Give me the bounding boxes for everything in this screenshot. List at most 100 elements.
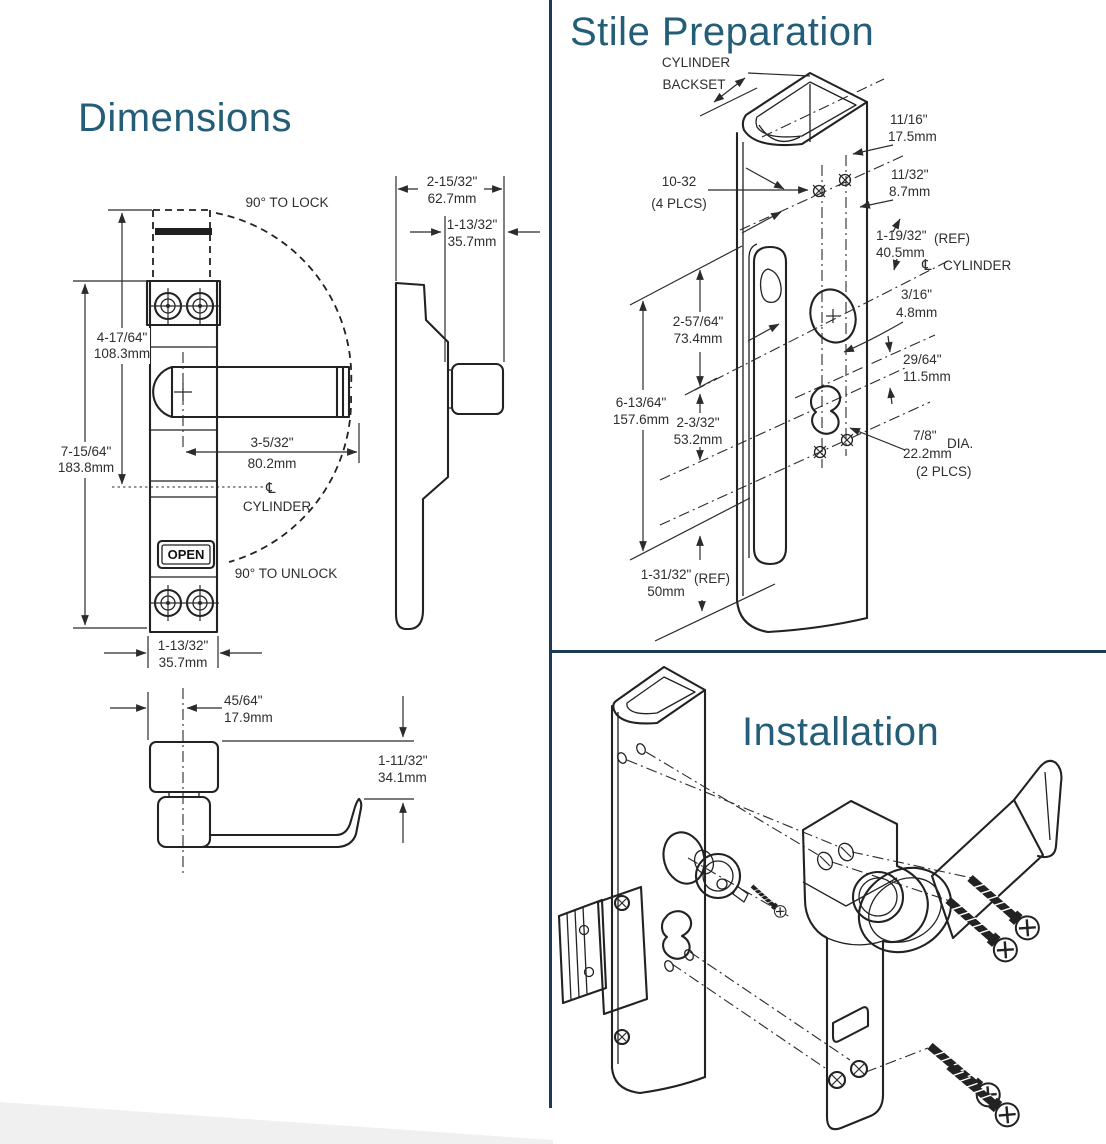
centerline-symbol: ℄ [265, 479, 276, 497]
label-tap-plcs: (4 PLCS) [651, 196, 707, 211]
stile-slot [752, 245, 788, 566]
dim-hub-offset: 45/64" 17.9mm [110, 692, 273, 740]
label-90-to-unlock: 90° TO UNLOCK [235, 566, 337, 581]
label-top-hole-mm: 17.5mm [888, 129, 937, 144]
dim-depth-mm: 62.7mm [428, 191, 477, 206]
background-wedge [0, 1102, 553, 1144]
dim-total-height-in: 7-15/64" [61, 444, 112, 459]
dim-total-height-mm: 183.8mm [58, 460, 114, 475]
arc-90-to-lock [215, 212, 353, 389]
hub-block [148, 740, 220, 794]
dim-depth: 2-15/32" 62.7mm [397, 172, 503, 206]
label-tap-size: 10-32 [662, 174, 697, 189]
stile-slot-outer [748, 243, 758, 558]
callout-hole-spacing: 11/32" 8.7mm [859, 167, 930, 209]
horizontal-divider [551, 650, 1106, 653]
dim-hub-offset-in: 45/64" [224, 693, 263, 708]
top-screw-plate [145, 279, 222, 327]
callout-spacing: 29/64" 11.5mm [884, 335, 951, 405]
label-spacing-mm: 11.5mm [903, 369, 951, 384]
lever-top-edge [208, 797, 361, 837]
cylinder-hole [809, 288, 857, 344]
dim-hub-width: 1-13/32" 35.7mm [410, 215, 540, 249]
cam-cutout [759, 268, 782, 303]
label-dia-note: DIA. [947, 436, 973, 451]
dim-lower-span: 2-3/32" 53.2mm [674, 393, 723, 461]
open-indicator-label: OPEN [168, 547, 205, 562]
dim-upper-height-mm: 108.3mm [94, 346, 150, 361]
dimensions-bottom-view: 45/64" 17.9mm 1-11/32" 34.1mm [110, 688, 428, 874]
cylinder-screw [747, 881, 789, 921]
label-hole-spacing-mm: 8.7mm [889, 184, 930, 199]
dim-cylinder-backset: CYLINDER BACKSET [662, 55, 746, 103]
install-cylinder [693, 849, 749, 903]
screw-posts-bottom [149, 585, 219, 621]
dim-upper-height-in: 4-17/64" [97, 330, 148, 345]
stile-preparation-view: CYLINDER BACKSET 10-32 (4 PLCS) 11/16" 1… [613, 55, 1012, 642]
callout-tap-size: 10-32 (4 PLCS) [651, 167, 809, 234]
handle-hub-side [450, 362, 505, 416]
install-bracket [801, 799, 929, 1131]
label-dia-in: 7/8" [913, 428, 937, 443]
label-lower-span-mm: 53.2mm [674, 432, 723, 447]
dim-hub-width-mm: 35.7mm [448, 234, 497, 249]
lever-bottom-edge [180, 797, 363, 849]
dim-body-width: 1-13/32" 35.7mm [104, 636, 262, 670]
dim-depth-in: 2-15/32" [427, 174, 478, 189]
dim-body-width-in: 1-13/32" [158, 638, 209, 653]
dim-lever-length: 3-5/32" 80.2mm [185, 423, 360, 471]
label-90-to-lock: 90° TO LOCK [246, 195, 329, 210]
dim-ref-bottom: 1-31/32" 50mm (REF) [641, 535, 730, 612]
label-ref-top-in: 1-19/32" [876, 228, 927, 243]
dimensions-side-view: 2-15/32" 62.7mm 1-13/32" 35.7mm [394, 172, 540, 631]
mounting-screw [939, 890, 1023, 968]
label-dia-plcs: (2 PLCS) [916, 464, 972, 479]
screw-posts-top [149, 288, 219, 324]
bracket-slot [831, 1006, 870, 1043]
label-offset-in: 3/16" [901, 287, 932, 302]
centerline-cylinder-label: CYLINDER [243, 499, 312, 514]
install-lever-handle [857, 759, 1063, 954]
label-ref-top-mm: 40.5mm [876, 245, 925, 260]
installation-view [557, 665, 1063, 1133]
install-cylinder-hole [662, 831, 706, 885]
mounting-screw [961, 868, 1045, 946]
callout-dia: 7/8" DIA. 22.2mm (2 PLCS) [849, 427, 973, 479]
callout-top-hole: 11/16" 17.5mm [852, 112, 937, 156]
arc-90-to-unlock [228, 395, 352, 563]
label-ref-top-note: (REF) [934, 231, 970, 246]
dim-upper-height: 4-17/64" 108.3mm [94, 209, 152, 485]
stile-preparation-title: Stile Preparation [570, 10, 875, 54]
label-total-span-mm: 157.6mm [613, 412, 669, 427]
label-upper-span-in: 2-57/64" [673, 314, 724, 329]
dim-hub-width-in: 1-13/32" [447, 217, 498, 232]
dim-total-height: 7-15/64" 183.8mm [58, 280, 147, 629]
install-thumbturn-hole [660, 910, 693, 960]
lever-base-block [156, 795, 212, 849]
lock-body [148, 279, 219, 634]
stile-centerline-symbol: ℄ [921, 256, 932, 274]
dim-upper-span: 2-57/64" 73.4mm [673, 269, 724, 387]
thumbturn-hole [809, 385, 842, 435]
label-top-hole-in: 11/16" [890, 112, 928, 127]
dim-lever-drop-mm: 34.1mm [378, 770, 427, 785]
lever-handle [152, 352, 351, 448]
dim-body-width-mm: 35.7mm [159, 655, 208, 670]
dim-lever-drop: 1-11/32" 34.1mm [222, 696, 428, 843]
label-upper-span-mm: 73.4mm [674, 331, 723, 346]
callout-offset: 3/16" 4.8mm [747, 287, 937, 353]
label-total-span-in: 6-13/64" [616, 395, 667, 410]
label-ref-bottom-mm: 50mm [647, 584, 685, 599]
label-lower-span-in: 2-3/32" [676, 415, 719, 430]
callout-ref-top: 1-19/32" 40.5mm (REF) ℄ CYLINDER [876, 218, 1012, 274]
dim-lever-drop-in: 1-11/32" [378, 753, 428, 768]
dim-lever-length-in: 3-5/32" [250, 435, 293, 450]
dimensions-title: Dimensions [78, 96, 292, 140]
dim-hub-offset-mm: 17.9mm [224, 710, 273, 725]
vertical-divider [549, 0, 552, 1108]
stile-cap-bar [155, 228, 212, 235]
dim-lever-length-mm: 80.2mm [248, 456, 297, 471]
label-ref-bottom-note: (REF) [694, 571, 730, 586]
install-stile-tube [610, 665, 707, 1095]
